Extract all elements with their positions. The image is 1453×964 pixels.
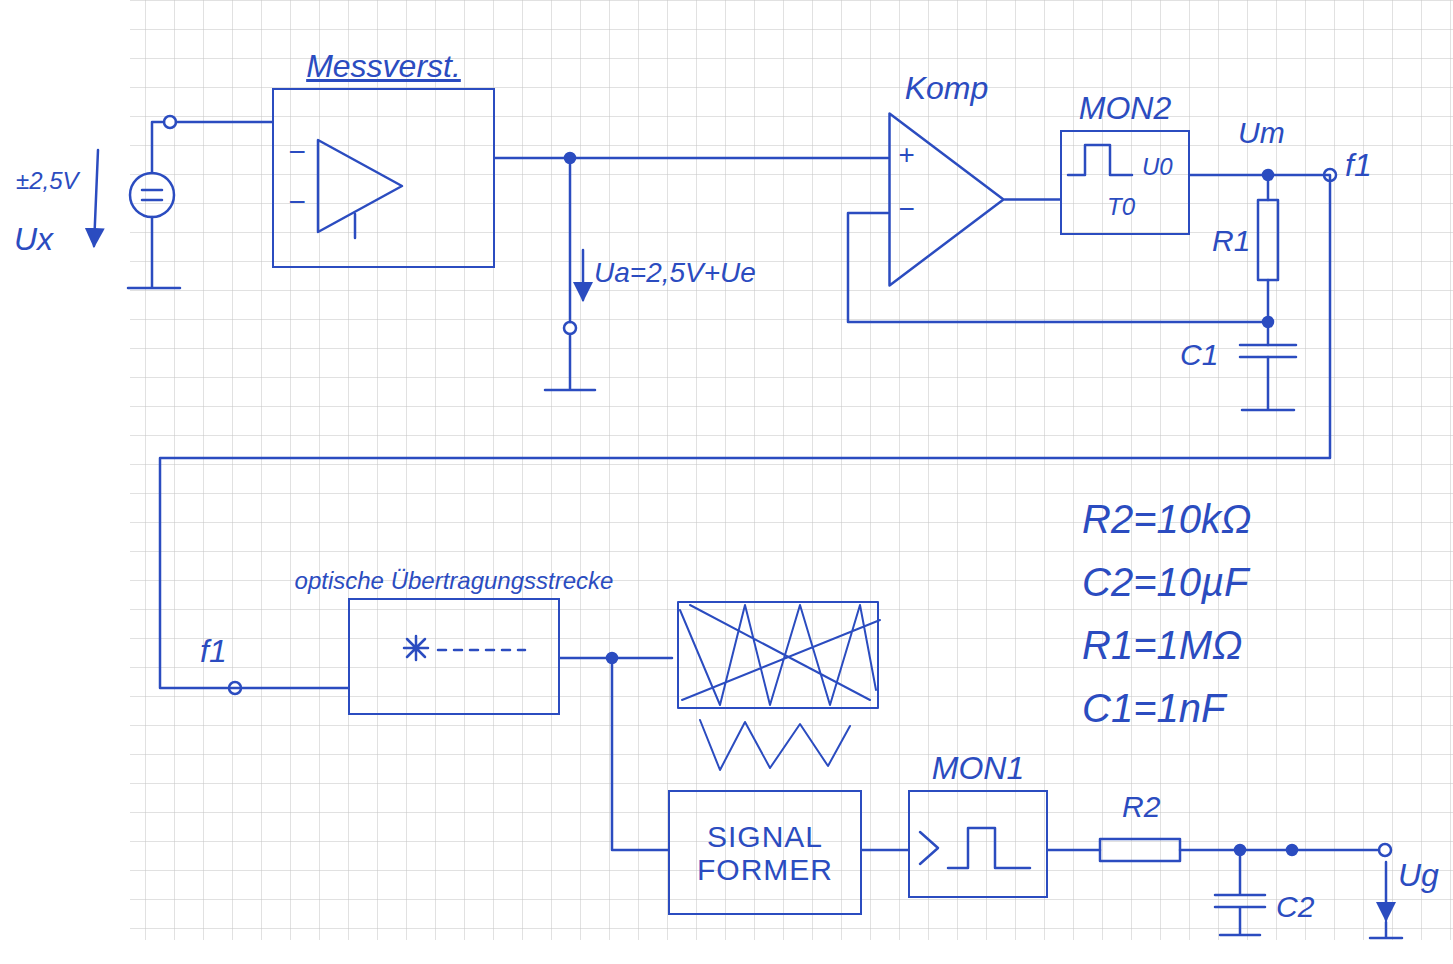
capacitor-symbol (1215, 850, 1265, 935)
ground-symbol (1242, 357, 1294, 410)
wire (612, 657, 672, 660)
signal-name: f1 (1345, 148, 1372, 183)
box-heading: MON1 (932, 751, 1024, 786)
wire (1267, 280, 1270, 345)
signal-name: Ug (1398, 858, 1439, 893)
feedback-wire (848, 213, 1268, 322)
wire-connector (560, 658, 668, 850)
wire (1267, 175, 1270, 200)
wire-connector (1005, 198, 1060, 201)
part-name: C1 (1180, 338, 1218, 371)
voltage-arrow (582, 250, 585, 300)
wire-connector (495, 157, 888, 160)
pin-label: + (898, 140, 914, 171)
wire-connector (160, 175, 1330, 688)
led-symbol (404, 636, 428, 660)
signal-name: Ux (14, 222, 53, 257)
amplifier-box: Messverst.−− (272, 88, 495, 268)
amplifier-pin (354, 214, 357, 238)
part-name: C2 (1276, 890, 1314, 923)
pin-label: U0 (1142, 154, 1173, 180)
part-name: R2 (1122, 790, 1160, 823)
signal-former-box: SIGNAL FORMER (668, 790, 862, 915)
junction-dot (1263, 317, 1273, 327)
monoflop-box: MON1 (908, 790, 1048, 898)
terminal (564, 322, 576, 334)
comparator-outline (890, 114, 1004, 286)
wire-connector (862, 849, 908, 852)
component-value: R1=1MΩ (1082, 623, 1243, 667)
wire (1048, 849, 1100, 852)
box-heading: Messverst. (306, 49, 461, 84)
box-heading: optische Übertragungsstrecke (295, 568, 614, 594)
voltage-arrow (1385, 862, 1388, 920)
pulse-symbol (1068, 145, 1132, 175)
trigger-symbol (920, 832, 938, 864)
pin-label: T0 (1107, 194, 1135, 220)
component-value: C1=1nF (1082, 686, 1225, 730)
voltage-arrow (94, 150, 98, 246)
crossed-out-box (678, 602, 878, 708)
resistor-symbol (1258, 200, 1278, 280)
amplifier-symbol (318, 140, 402, 232)
component-value: C2=10µF (1082, 560, 1248, 604)
box-heading: MON2 (1079, 91, 1171, 126)
box-heading: Komp (905, 71, 989, 106)
dc-symbol (142, 190, 162, 200)
terminal (1379, 844, 1391, 856)
wire (1180, 849, 1379, 852)
pin-label: − (288, 185, 306, 218)
voltage-label: ±2,5V (16, 168, 79, 194)
pulse-symbol (948, 828, 1030, 868)
ground-symbol (128, 217, 180, 288)
wire (152, 122, 164, 173)
pin-label: − (898, 194, 914, 225)
optical-link-box: optische Übertragungsstrecke (348, 598, 560, 715)
junction-dot (1287, 845, 1297, 855)
comparator-triangle: Komp+− (888, 112, 1005, 287)
signal-name: Um (1238, 116, 1285, 149)
capacitor-symbol (1240, 345, 1296, 357)
scribble (680, 605, 880, 770)
terminal (164, 116, 176, 128)
pin-label: − (288, 135, 306, 168)
part-name: R1 (1212, 224, 1250, 257)
ground-symbol (545, 334, 595, 390)
box-text: SIGNAL FORMER (685, 820, 845, 886)
wire (569, 158, 572, 322)
monoflop-box: MON2U0T0 (1060, 130, 1190, 235)
resistor-symbol (1100, 839, 1180, 861)
ground-symbol (1370, 922, 1402, 938)
signal-name: f1 (200, 634, 227, 669)
voltage-source (130, 173, 174, 217)
formula-label: Ua=2,5V+Ue (594, 258, 756, 289)
light-path (438, 649, 525, 652)
component-value: R2=10kΩ (1082, 497, 1251, 541)
grid-paper (130, 0, 1453, 940)
wire (176, 121, 272, 124)
